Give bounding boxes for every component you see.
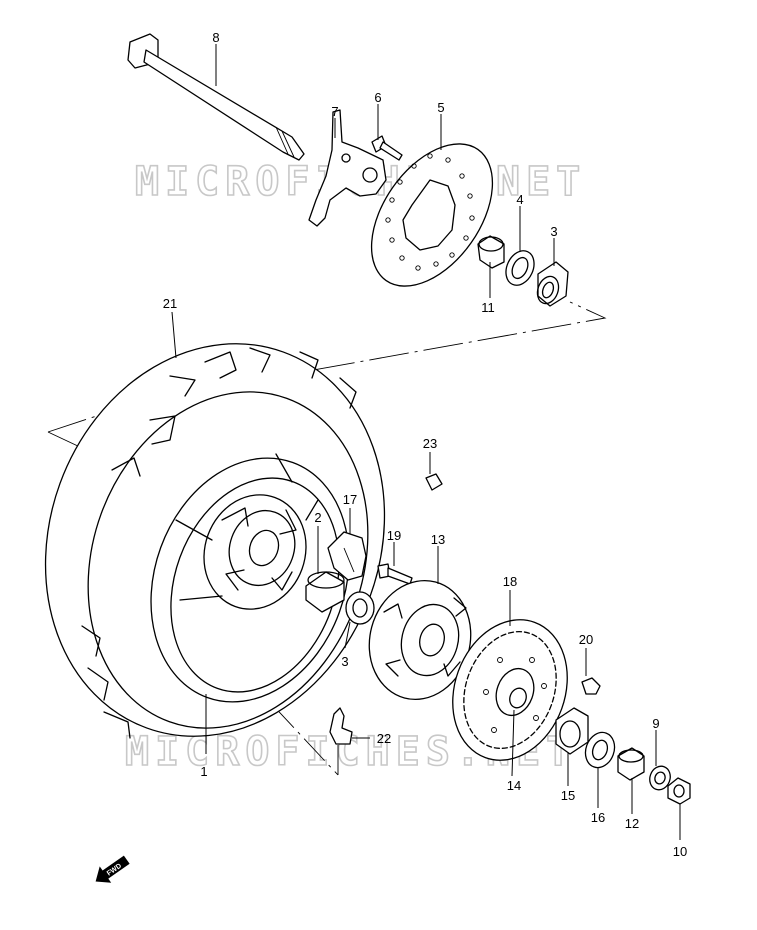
callout-20: 20: [579, 632, 593, 647]
callout-4: 4: [516, 192, 523, 207]
callout-labels: 8 7 6 5 4 3 11 21 23 17 2 19 13 18 20 3 …: [163, 30, 687, 859]
callout-22: 22: [377, 731, 391, 746]
callout-13: 13: [431, 532, 445, 547]
rim-part[interactable]: [118, 430, 382, 730]
leader-lines: [171, 44, 681, 840]
callout-23: 23: [423, 436, 437, 451]
bearing-part-3-top[interactable]: [534, 261, 569, 307]
callout-9: 9: [652, 716, 659, 731]
callout-14: 14: [507, 778, 521, 793]
callout-3-bottom: 3: [341, 654, 348, 669]
callout-1: 1: [200, 764, 207, 779]
axle-part[interactable]: [127, 33, 305, 161]
forward-arrow-icon: FWD: [95, 855, 130, 883]
bolt-part-19[interactable]: [377, 563, 413, 585]
callout-8: 8: [212, 30, 219, 45]
callout-18: 18: [503, 574, 517, 589]
axle-nut-part-10[interactable]: [667, 777, 691, 805]
callout-7: 7: [331, 104, 338, 119]
callout-11: 11: [481, 300, 495, 315]
caliper-bracket-part[interactable]: [308, 109, 387, 227]
callout-2: 2: [314, 510, 321, 525]
callout-17: 17: [343, 492, 357, 507]
callout-12: 12: [625, 816, 639, 831]
spacer-part-11[interactable]: [477, 235, 505, 269]
damper-part-17[interactable]: [327, 531, 367, 581]
oil-seal-part-4[interactable]: [501, 246, 540, 290]
nut-part-20[interactable]: [581, 677, 601, 695]
valve-part-22[interactable]: [329, 707, 353, 745]
brake-disc-part[interactable]: [347, 122, 517, 308]
spacer-part-2[interactable]: [305, 571, 345, 613]
bolt-part-6[interactable]: [371, 135, 403, 161]
callout-3-top: 3: [550, 224, 557, 239]
rear-sprocket-part-18[interactable]: [434, 604, 587, 777]
spacer-part-12[interactable]: [617, 747, 645, 781]
bearing-part-3-bottom[interactable]: [345, 591, 375, 625]
callout-10: 10: [673, 844, 687, 859]
callout-16: 16: [591, 810, 605, 825]
clip-part-23[interactable]: [425, 473, 443, 491]
callout-21: 21: [163, 296, 177, 311]
callout-15: 15: [561, 788, 575, 803]
bearing-part-15[interactable]: [555, 707, 589, 755]
fwd-label: FWD: [106, 863, 123, 878]
callout-6: 6: [374, 90, 381, 105]
callout-5: 5: [437, 100, 444, 115]
washer-part-9[interactable]: [646, 763, 673, 792]
callout-19: 19: [387, 528, 401, 543]
oil-seal-part-16[interactable]: [581, 728, 620, 771]
